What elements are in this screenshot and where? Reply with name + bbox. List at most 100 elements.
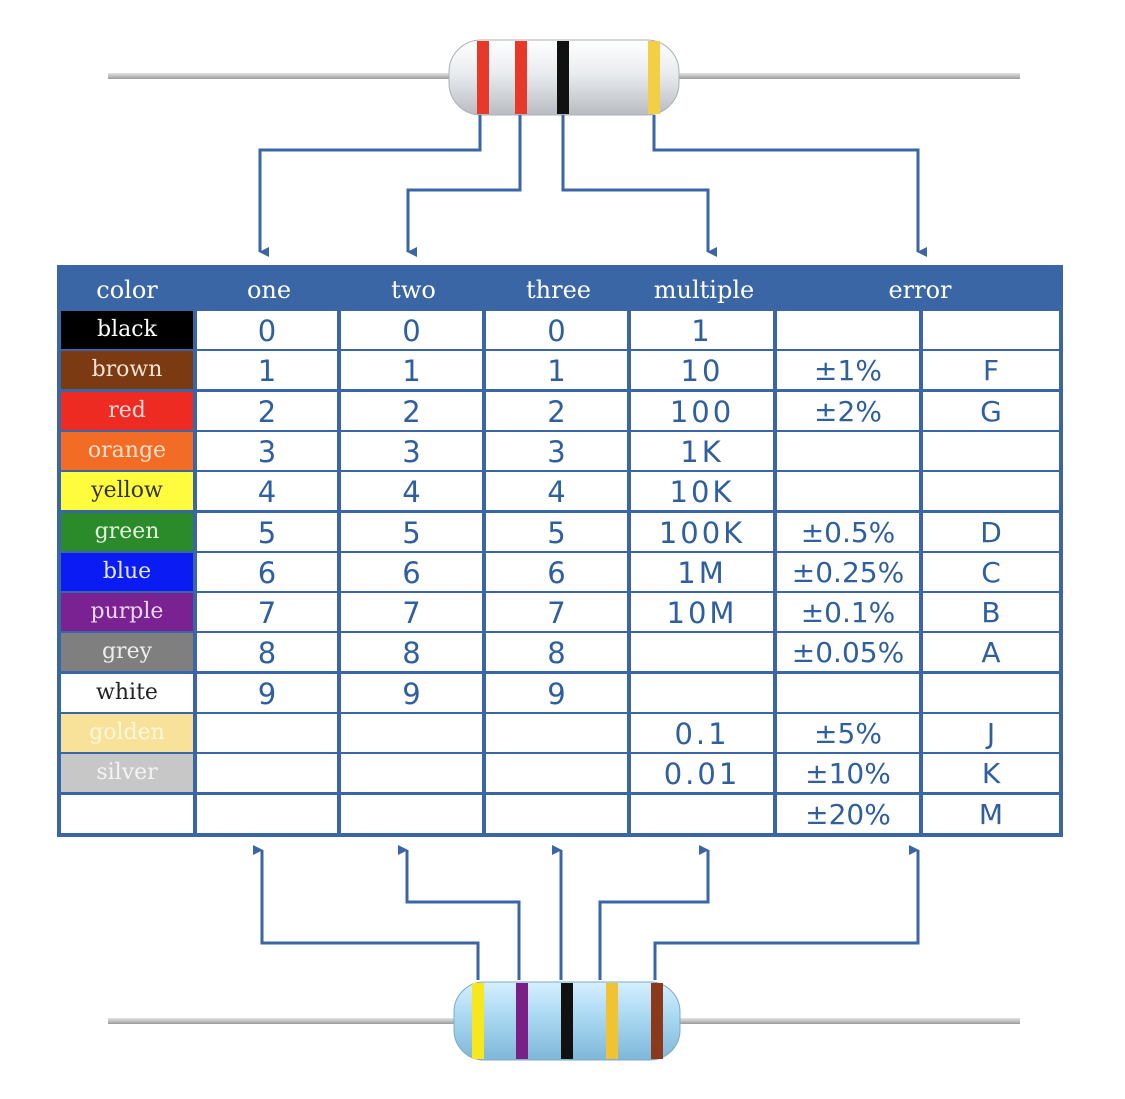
arrow-band4-to-multiple [598,845,710,980]
cell-multiple: 1K [631,431,773,470]
top-resistor-lead-left [108,73,458,79]
resistor-band [648,41,660,114]
color-swatch: grey [61,633,193,672]
color-swatch: yellow [61,472,193,511]
color-swatch: golden [61,714,193,752]
cell-one: 3 [197,431,337,470]
cell-one: 4 [197,472,337,511]
cell-one: 7 [197,593,337,632]
cell-three: 5 [486,512,627,551]
top-arrows [258,115,927,257]
cell-three: 0 [486,311,627,349]
cell-two: 9 [341,673,482,712]
cell-tolerance: ±10% [777,754,919,793]
cell-two: 3 [341,431,482,470]
cell-one: 8 [197,633,337,672]
color-swatch: black [61,311,193,349]
bottom-resistor [108,981,1020,1061]
arrow-band5-to-error [653,845,920,980]
cell-one: 1 [197,351,337,390]
cell-multiple: 10K [631,472,773,511]
header-color: color [96,276,158,304]
cell-three: 1 [486,351,627,390]
color-swatch: brown [61,351,193,390]
cell-two: 1 [341,351,482,390]
bottom-resistor-lead-right [670,1018,1020,1024]
cell-code [923,311,1059,349]
cell-one [197,754,337,793]
cell-code: B [923,593,1059,632]
cell-three [486,754,627,793]
cell-one: 0 [197,311,337,349]
cell-three: 8 [486,633,627,672]
cell-one: 6 [197,552,337,591]
cell-three: 6 [486,552,627,591]
color-swatch [61,794,193,833]
cell-three [486,794,627,833]
top-resistor-lead-right [668,73,1020,79]
cell-two: 4 [341,472,482,511]
cell-three: 3 [486,431,627,470]
cell-multiple: 0.1 [631,714,773,752]
color-swatch: silver [61,754,193,793]
cell-one: 9 [197,673,337,712]
header-multiple: multiple [653,276,755,304]
resistor-band [651,983,663,1059]
cell-three: 9 [486,673,627,712]
cell-one [197,714,337,752]
cell-multiple: 100 [631,391,773,430]
cell-two: 5 [341,512,482,551]
cell-tolerance: ±0.25% [777,552,919,591]
cell-multiple: 10 [631,351,773,390]
header-two: two [391,276,436,304]
color-swatch: orange [61,431,193,470]
bottom-resistor-lead-left [108,1018,458,1024]
cell-three: 2 [486,391,627,430]
cell-code: D [923,512,1059,551]
cell-three [486,714,627,752]
cell-code: M [923,794,1059,833]
cell-code: G [923,391,1059,430]
resistor-band [477,41,489,114]
cell-two [341,714,482,752]
cell-multiple: 100K [631,512,773,551]
arrow-band1-to-one [253,845,480,980]
color-swatch: blue [61,552,193,591]
bottom-resistor-bands [472,983,663,1059]
color-code-table: color one two three multiple error black… [57,265,1063,837]
cell-one [197,794,337,833]
cell-two: 7 [341,593,482,632]
cell-three: 7 [486,593,627,632]
header-three: three [526,276,591,304]
resistor-band [561,983,573,1059]
cell-multiple [631,794,773,833]
cell-tolerance: ±20% [777,794,919,833]
cell-tolerance: ±1% [777,351,919,390]
cell-code: F [923,351,1059,390]
cell-code: C [923,552,1059,591]
arrow-band2-to-two [406,115,522,257]
cell-tolerance: ±5% [777,714,919,752]
cell-tolerance: ±0.1% [777,593,919,632]
cell-multiple: 10M [631,593,773,632]
color-swatch: red [61,391,193,430]
table-row: ±20%M [57,794,1063,833]
cell-multiple [631,633,773,672]
cell-three: 4 [486,472,627,511]
cell-tolerance: ±0.5% [777,512,919,551]
cell-two [341,794,482,833]
top-resistor-bands [477,41,660,114]
cell-multiple [631,673,773,712]
cell-multiple: 1M [631,552,773,591]
